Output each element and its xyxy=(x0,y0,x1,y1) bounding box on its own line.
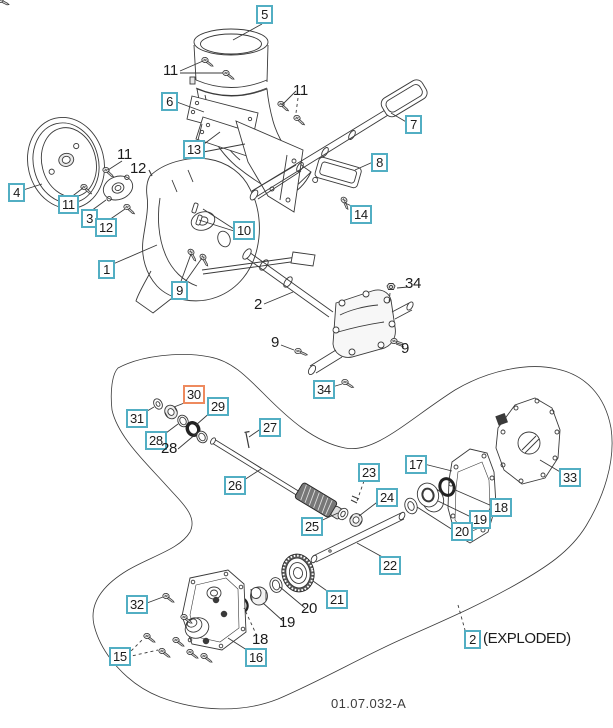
ref-9-gearbox: 9 xyxy=(401,340,409,357)
ref-12-flange: 12 xyxy=(130,160,146,177)
washer-nut-ring-lower xyxy=(235,577,283,614)
support-rod xyxy=(201,251,316,275)
callout-2-exploded-ref[interactable]: 2 xyxy=(464,630,481,649)
callout-5[interactable]: 5 xyxy=(256,5,273,24)
callout-9[interactable]: 9 xyxy=(171,281,188,300)
callout-14[interactable]: 14 xyxy=(350,205,372,224)
part-24-nut xyxy=(349,513,363,527)
part-21-gear xyxy=(281,553,315,593)
callout-12[interactable]: 12 xyxy=(95,218,117,237)
callout-11-disc[interactable]: 11 xyxy=(58,195,79,214)
callout-15[interactable]: 15 xyxy=(109,647,131,666)
callout-19-upper[interactable]: 19 xyxy=(469,510,491,529)
callout-27[interactable]: 27 xyxy=(259,418,281,437)
callout-21[interactable]: 21 xyxy=(326,590,348,609)
callout-29[interactable]: 29 xyxy=(207,397,229,416)
exploded-note: (EXPLODED) xyxy=(483,630,571,647)
part-8-bracket xyxy=(312,156,362,189)
callout-33[interactable]: 33 xyxy=(559,468,581,487)
callout-31[interactable]: 31 xyxy=(126,409,148,428)
ref-34-gearbox: 34 xyxy=(405,275,421,292)
callout-1[interactable]: 1 xyxy=(98,260,115,279)
ref-18-lower: 18 xyxy=(252,631,268,648)
callout-7[interactable]: 7 xyxy=(405,115,422,134)
part-26-worm-shaft xyxy=(210,437,344,520)
ref-20-lower: 20 xyxy=(301,600,317,617)
ref-2-shaft: 2 xyxy=(254,296,262,313)
ref-9-shaft: 9 xyxy=(271,334,279,351)
ref-11-chute: 11 xyxy=(163,62,178,79)
callout-4[interactable]: 4 xyxy=(8,183,25,202)
part-7-handle xyxy=(249,79,428,201)
callout-34[interactable]: 34 xyxy=(313,380,335,399)
callout-30-highlighted[interactable]: 30 xyxy=(183,385,205,404)
callout-8[interactable]: 8 xyxy=(371,153,388,172)
callout-22[interactable]: 22 xyxy=(379,556,401,575)
callout-6[interactable]: 6 xyxy=(161,92,178,111)
callout-17[interactable]: 17 xyxy=(405,455,427,474)
exploded-view-boundary xyxy=(92,354,613,710)
part-22-tube xyxy=(310,511,406,564)
part-27-pin xyxy=(244,430,250,449)
ref-11-flange: 11 xyxy=(117,146,132,163)
part-33-cover xyxy=(495,397,561,485)
bearing-stack-28-31 xyxy=(153,398,208,444)
nut-34 xyxy=(386,283,396,290)
callout-32[interactable]: 32 xyxy=(126,595,148,614)
callout-24[interactable]: 24 xyxy=(376,488,398,507)
ref-28: 28 xyxy=(161,440,177,457)
callout-10[interactable]: 10 xyxy=(233,221,255,240)
callout-13[interactable]: 13 xyxy=(183,140,205,159)
ref-19-lower: 19 xyxy=(279,614,295,631)
callout-26[interactable]: 26 xyxy=(224,476,246,495)
callout-25[interactable]: 25 xyxy=(301,517,323,536)
ring-bushing-washer-upper xyxy=(404,477,456,515)
leader-lines-dashed xyxy=(126,97,466,658)
part-25-washer xyxy=(337,507,349,521)
callout-20-upper[interactable]: 20 xyxy=(451,522,473,541)
fastener-screws xyxy=(0,0,405,663)
part-16-housing xyxy=(181,569,247,651)
ref-11-bracket: 11 xyxy=(293,82,308,99)
drawing-code: 01.07.032-A xyxy=(331,696,407,711)
part-1-housing xyxy=(135,157,260,314)
callout-28[interactable]: 28 xyxy=(145,431,167,450)
part-2-shaft-gearbox xyxy=(242,248,414,376)
callout-18-upper[interactable]: 18 xyxy=(490,498,512,517)
part-3-flange xyxy=(102,174,134,202)
callout-23[interactable]: 23 xyxy=(358,463,380,482)
part-6-bracket xyxy=(186,95,304,213)
callout-16[interactable]: 16 xyxy=(245,648,267,667)
